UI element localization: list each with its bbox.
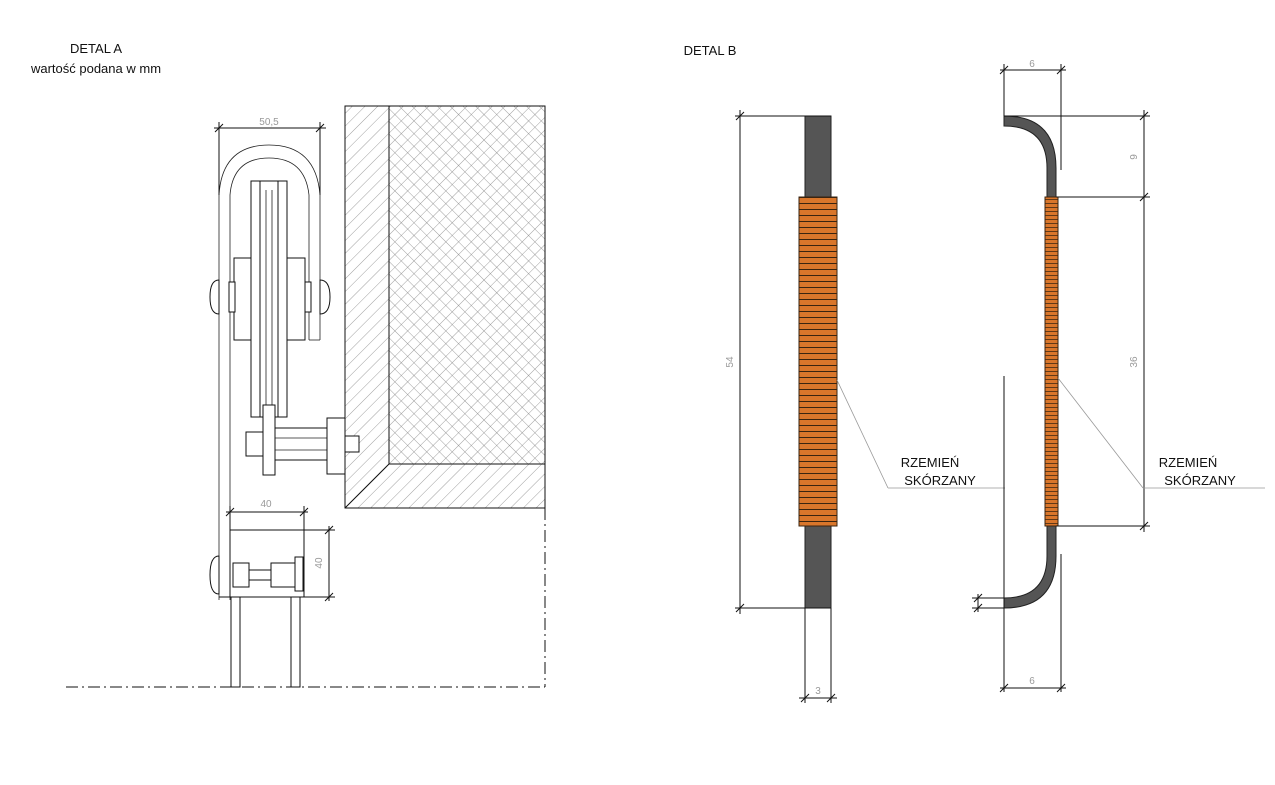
- side-dim-mid-height-label: 36: [1129, 356, 1140, 368]
- detail-b: DETAL B 54 3 RZEMIEŃ SKÓRZANY: [684, 43, 1265, 703]
- dimension-width-top: 50,5: [214, 117, 326, 195]
- front-dim-width-label: 3: [815, 686, 821, 697]
- side-dim-top-width-label: 6: [1029, 59, 1035, 70]
- detail-b-title: DETAL B: [684, 43, 737, 58]
- detail-a-title: DETAL A: [70, 41, 122, 56]
- leather-wrap-side: [1044, 196, 1059, 527]
- door-panel: [344, 105, 546, 509]
- leather-wrap-front: [798, 196, 838, 527]
- bolt-head-left: [209, 279, 220, 315]
- side-label-line2: SKÓRZANY: [1164, 473, 1236, 488]
- front-dim-height-label: 54: [725, 356, 736, 368]
- handle-front-view: [798, 115, 838, 703]
- handle-bottom-curve: [1003, 525, 1057, 609]
- dimension-width-bottom: 40: [225, 499, 309, 530]
- side-dimension-top-height: 9: [1004, 110, 1150, 203]
- handle-side-view: [1003, 115, 1059, 609]
- side-leather-callout: RZEMIEŃ SKÓRZANY: [1057, 377, 1265, 489]
- bolt-head-right: [319, 279, 331, 315]
- front-leather-callout: RZEMIEŃ SKÓRZANY: [836, 379, 1005, 489]
- side-dim-top-height-label: 9: [1129, 154, 1140, 160]
- front-dimension-width: 3: [799, 686, 837, 703]
- dim-width-top-label: 50,5: [259, 117, 279, 128]
- side-label-line1: RZEMIEŃ: [1159, 455, 1218, 470]
- front-label-line2: SKÓRZANY: [904, 473, 976, 488]
- dimension-height: 40: [304, 525, 335, 602]
- detail-a: DETAL A wartość podana w mm: [30, 41, 546, 688]
- side-dim-bottom-width-label: 6: [1029, 676, 1035, 687]
- side-dimension-top-width: 6: [999, 59, 1066, 170]
- front-dimension-height: 54: [725, 110, 831, 614]
- handle-top-curve: [1003, 115, 1057, 199]
- roller-wheel: [228, 180, 312, 418]
- side-dimension-bottom: 6: [972, 376, 1066, 693]
- lower-bracket: [209, 529, 305, 688]
- front-label-line1: RZEMIEŃ: [901, 455, 960, 470]
- dim-width-bottom-label: 40: [260, 499, 272, 510]
- side-dimension-mid-height: 36: [1056, 197, 1150, 532]
- dim-height-label: 40: [314, 557, 325, 569]
- detail-a-subtitle: wartość podana w mm: [30, 61, 161, 76]
- roller-hanger: [218, 144, 321, 600]
- door-mount-bolt: [245, 404, 360, 476]
